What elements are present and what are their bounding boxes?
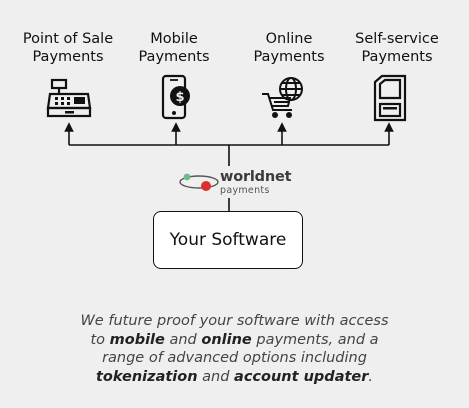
caption-line-4: tokenization and account updater. [95, 368, 374, 385]
mobile-payment-icon: $ [161, 74, 190, 120]
svg-text:$: $ [175, 90, 184, 105]
caption-line-1: We future proof your software with acces… [80, 313, 389, 329]
logo-wordmark: worldnet [220, 169, 292, 185]
caption-line-2: to mobile and online payments, and a [90, 331, 379, 348]
kiosk-icon [373, 74, 407, 122]
your-software-box: Your Software [153, 211, 303, 269]
online-cart-icon [262, 77, 303, 118]
logo-mark-icon [179, 173, 219, 191]
channel-label-pos: Point of Sale Payments [22, 31, 114, 65]
logo-subtitle: payments [220, 185, 270, 196]
caption-line-3: range of advanced options including [102, 350, 367, 366]
channel-label-self-service: Self-service Payments [355, 31, 439, 65]
caption: We future proof your software with acces… [0, 312, 469, 386]
channel-label-mobile: Mobile Payments [138, 31, 210, 65]
channel-label-online: Online Payments [253, 31, 325, 65]
cash-register-icon [46, 78, 92, 118]
worldnet-logo: worldnet payments [177, 168, 292, 198]
software-box-label: Your Software [169, 230, 287, 250]
